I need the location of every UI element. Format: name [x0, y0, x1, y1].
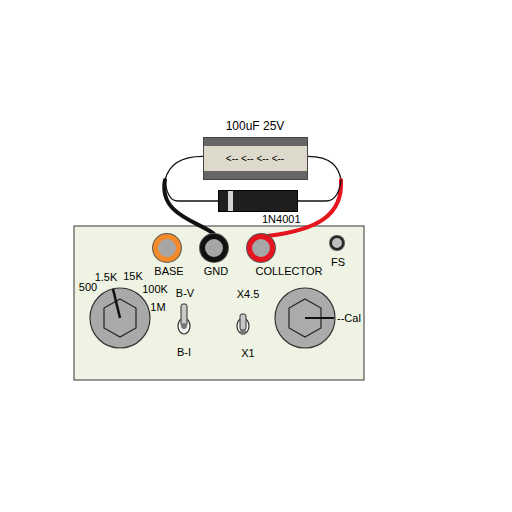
wire-connection [298, 180, 341, 201]
multiplier-label: X1 [241, 347, 254, 360]
polarity-marks: <-- <-- <-- <-- [226, 152, 284, 165]
component-lead [308, 156, 342, 180]
wire-connection [165, 180, 218, 201]
terminal-label: COLLECTOR [255, 265, 322, 278]
multiplier-label: X4.5 [237, 288, 260, 301]
capacitor-band [204, 138, 307, 146]
toggle-switch [178, 304, 190, 334]
terminal-post: BASE [153, 234, 181, 262]
range-value: 100K [142, 283, 168, 296]
range-value: 1.5K [95, 271, 118, 284]
range-value: 1M [150, 301, 165, 314]
component-lead [165, 180, 218, 201]
terminal-post: GND [200, 234, 228, 262]
terminal-post: FS [330, 236, 344, 250]
cathode-band [228, 191, 233, 211]
range-switch [90, 288, 150, 348]
cal-label: --Cal [337, 312, 361, 325]
capacitor-value: 100uF 25V [226, 119, 285, 133]
test-lead-wire [164, 180, 214, 234]
terminal-label: GND [204, 265, 228, 278]
terminal-label: FS [331, 256, 345, 269]
component-lead [165, 156, 203, 180]
terminal-post: COLLECTOR [247, 234, 275, 262]
component-lead [298, 180, 341, 201]
toggle-switch [237, 314, 249, 335]
terminal-label: BASE [154, 265, 183, 278]
part-number: 1N4001 [262, 213, 301, 226]
range-value: 500 [79, 281, 97, 294]
mode-label: B-I [177, 346, 191, 359]
capacitor-band [204, 171, 307, 179]
range-value: 15K [123, 270, 143, 283]
tester-panel [74, 226, 364, 380]
mode-label: B-V [176, 287, 194, 300]
diode-body: 1N4001 [218, 190, 298, 212]
cal-knob [275, 288, 335, 348]
capacitor-body: 100uF 25V<-- <-- <-- <-- [203, 137, 308, 180]
